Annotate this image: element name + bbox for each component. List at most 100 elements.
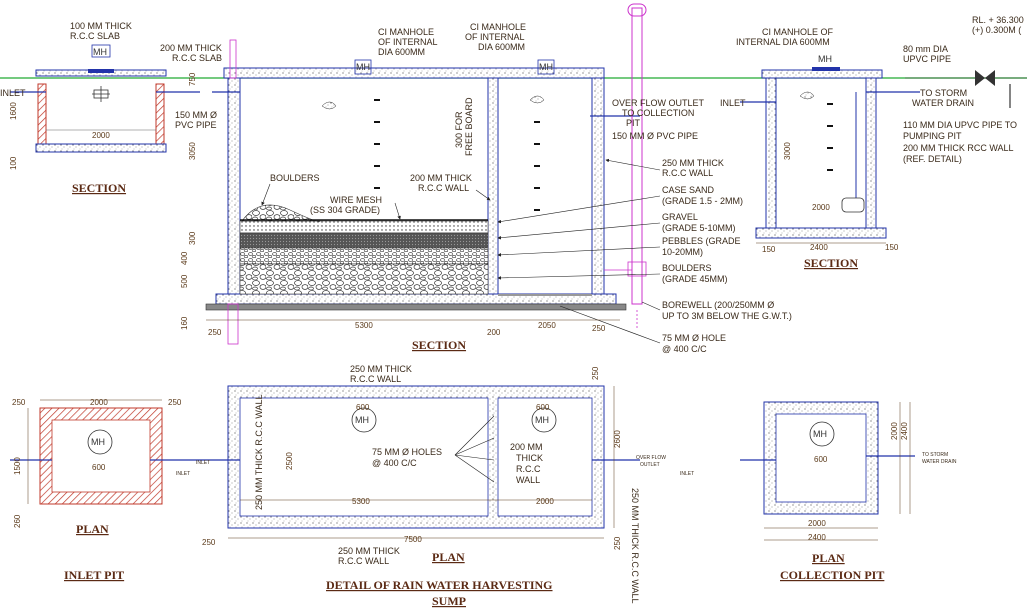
dim-150: 150 <box>762 245 776 254</box>
title-plan-inlet-sub: INLET PIT <box>64 568 124 582</box>
mh-box <box>91 44 111 58</box>
plan-dim-250e: 250 <box>613 536 622 550</box>
plan-wall250-top-label-2: R.C.C WALL <box>350 374 401 384</box>
rl-label-2: (+) 0.300M ( <box>972 25 1021 35</box>
manhole-label-3: DIA 600MM <box>378 47 425 57</box>
plan-storm-label-1: TO STORM <box>922 452 948 458</box>
title-section-inlet: SECTION <box>72 181 126 195</box>
storm-label-1: TO STORM <box>920 88 967 98</box>
rcc200-label-1: 200 MM THICK <box>410 173 472 183</box>
pebbles-label-1: PEBBLES (GRADE <box>662 236 741 246</box>
hole-label-2: @ 400 C/C <box>662 344 707 354</box>
plan-wall250-bot-label-1: 250 MM THICK <box>338 546 400 556</box>
mh-label-plan1: MH <box>91 437 105 447</box>
plan-dim-260: 260 <box>13 514 22 528</box>
plan-dim-2400b: 2400 <box>900 422 909 440</box>
plan-dim-2000d: 2000 <box>890 422 899 440</box>
wire-mesh-label-2: (SS 304 GRADE) <box>310 205 380 215</box>
storm-label-2: WATER DRAIN <box>912 98 974 108</box>
plan-dim-5300: 5300 <box>352 497 370 506</box>
title-plan-collection: PLAN <box>812 551 845 565</box>
plan-dim-7500: 7500 <box>404 535 422 544</box>
plan-dim-250c: 250 <box>202 538 216 547</box>
manhole3-label-1: CI MANHOLE OF <box>762 27 834 37</box>
dim-750: 750 <box>188 72 197 86</box>
plan-holes-label-1: 75 MM Ø HOLES <box>372 447 442 457</box>
plan-wall200-label-2: THICK <box>516 453 543 463</box>
inlet-right-label: INLET <box>720 98 746 108</box>
rcc250-label-2: R.C.C WALL <box>662 168 713 178</box>
plan-dim-2400: 2400 <box>808 533 826 542</box>
manhole3-label-2: INTERNAL DIA 600MM <box>736 37 830 47</box>
borewell-label-1: BOREWELL (200/250MM Ø <box>662 300 774 310</box>
plan-dim-600b: 600 <box>356 403 370 412</box>
mh-label-plan3: MH <box>535 415 549 425</box>
dim-300: 300 <box>188 231 197 245</box>
pebbles-label-2: 10-20MM) <box>662 247 703 257</box>
title-plan-sump: PLAN <box>432 550 465 564</box>
slab-100-label-1: 100 MM THICK <box>70 21 132 31</box>
sand-label-2: (GRADE 1.5 - 2MM) <box>662 196 743 206</box>
plan-wall250-right-label: 250 MM THICK R.C.C WALL <box>630 488 640 604</box>
mh-label-plan2: MH <box>355 415 369 425</box>
leader-lines <box>261 158 661 344</box>
plan-dim-250b: 250 <box>168 398 182 407</box>
collection-pit-plan <box>740 401 915 541</box>
gravel-label-1: GRAVEL <box>662 212 698 222</box>
overflow-label-2: TO COLLECTION <box>622 108 694 118</box>
title-main-1: DETAIL OF RAIN WATER HARVESTING <box>326 578 553 592</box>
boulders2-label-2: (GRADE 45MM) <box>662 274 728 284</box>
wire-mesh-label-1: WIRE MESH <box>330 195 382 205</box>
plan-holes-label-2: @ 400 C/C <box>372 458 417 468</box>
upvc110-label-1: 110 MM DIA UPVC PIPE TO <box>903 120 1017 130</box>
wall200-label-2: (REF. DETAIL) <box>903 154 962 164</box>
manhole2-label-1: CI MANHOLE <box>470 22 526 32</box>
slab-200-label-2: R.C.C SLAB <box>172 53 222 63</box>
dim-160: 160 <box>180 316 189 330</box>
hole-label-1: 75 MM Ø HOLE <box>662 333 726 343</box>
sump-plan <box>200 385 640 539</box>
overflow-label-3: PIT <box>626 118 641 128</box>
dim-100: 100 <box>9 156 18 170</box>
dim-1600: 1600 <box>9 102 18 120</box>
dim-250: 250 <box>208 328 222 337</box>
free-board-label-2: FREE BOARD <box>464 97 474 156</box>
mh-label-plan4: MH <box>813 429 827 439</box>
overflow-label-1: OVER FLOW OUTLET <box>612 98 705 108</box>
manhole2-label-3: DIA 600MM <box>478 42 525 52</box>
manhole2-label-2: OF INTERNAL <box>465 32 525 42</box>
borewell-label-2: UP TO 3M BELOW THE G.W.T.) <box>662 311 792 321</box>
title-section-sump: SECTION <box>412 338 466 352</box>
plan-wall250-bot-label-2: R.C.C WALL <box>338 556 389 566</box>
mh-label: MH <box>93 47 107 57</box>
plan-wall200-label-3: R.C.C <box>516 464 541 474</box>
gravel-label-2: (GRADE 5-10MM) <box>662 223 736 233</box>
plan-dim-2000c: 2000 <box>808 519 826 528</box>
title-main-2: SUMP <box>432 594 466 608</box>
plan-dim-600: 600 <box>92 463 106 472</box>
slab-100-label-2: R.C.C SLAB <box>70 31 120 41</box>
plan-inlet-arrow-label: INLET <box>176 471 190 477</box>
plan-overflow-label-1: OVER FLOW <box>636 455 666 461</box>
inlet-pit-section <box>10 69 200 153</box>
inlet-left-label: INLET <box>0 88 26 98</box>
dim-2050: 2050 <box>538 321 556 330</box>
manhole-label-1: CI MANHOLE <box>378 27 434 37</box>
mh-label-2: MH <box>356 62 370 72</box>
upvc110-label-2: PUMPING PIT <box>903 131 962 141</box>
sand-label-1: CASE SAND <box>662 185 715 195</box>
rl-label-1: RL. + 36.300 <box>972 15 1024 25</box>
dim-500: 500 <box>180 274 189 288</box>
sump-section <box>205 3 647 345</box>
dim-2000c: 2000 <box>812 203 830 212</box>
plan-wall250-left-label: 250 MM THICK R.C.C WALL <box>254 394 264 510</box>
plan-inlet-label-sump: INLET <box>196 460 210 466</box>
plan-wall250-top-label-1: 250 MM THICK <box>350 364 412 374</box>
dim-2400: 2400 <box>810 243 828 252</box>
plan-storm-label-2: WATER DRAIN <box>922 459 957 465</box>
plan-dim-1500: 1500 <box>13 457 22 475</box>
rcc200-label-2: R.C.C WALL <box>418 183 469 193</box>
plan-dim-250a: 250 <box>12 398 26 407</box>
plan-dim-2500: 2500 <box>285 452 294 470</box>
